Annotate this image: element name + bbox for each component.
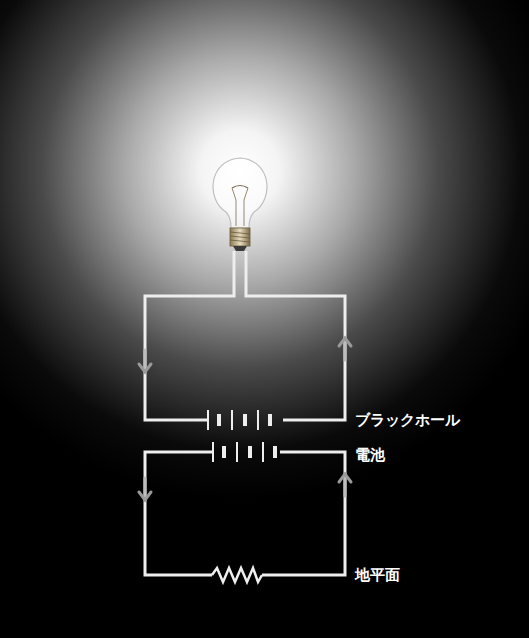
- battery-symbol: [208, 410, 282, 430]
- component-label: 地平面: [355, 566, 400, 584]
- light-bulb: [213, 158, 267, 251]
- label-holder: 電池: [355, 446, 385, 464]
- label-holder: 地平面: [355, 566, 400, 584]
- label-holder: ブラックホール: [355, 411, 460, 429]
- component-label: ブラックホール: [355, 411, 460, 429]
- current-arrow: [139, 338, 351, 500]
- battery-symbol: [213, 442, 275, 462]
- component-label: 電池: [355, 446, 385, 464]
- resistor-symbol: [212, 568, 262, 582]
- wires: [145, 251, 345, 575]
